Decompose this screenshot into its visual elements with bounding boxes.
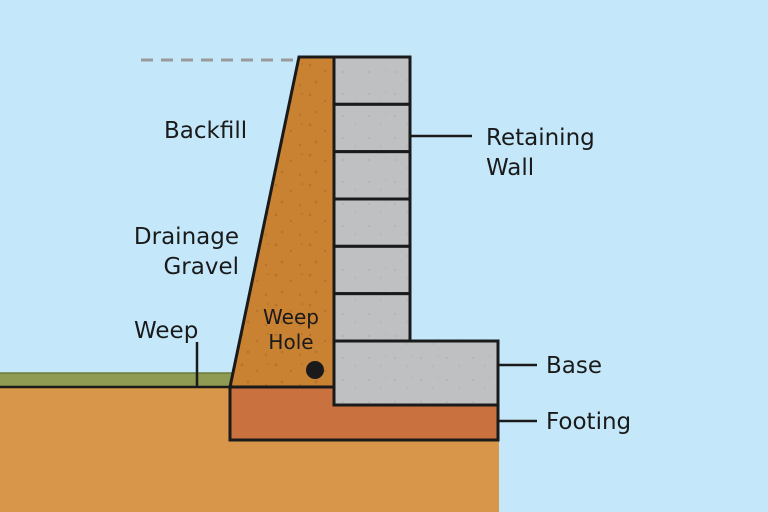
wall-block-texture bbox=[336, 106, 408, 150]
label-backfill: Backfill bbox=[164, 118, 247, 144]
label-drainage-gravel-line2: Gravel bbox=[163, 254, 239, 280]
label-weep: Weep bbox=[134, 318, 198, 344]
label-base: Base bbox=[546, 353, 602, 379]
label-footing: Footing bbox=[546, 409, 631, 435]
wall-block-texture bbox=[336, 295, 408, 339]
grass-strip bbox=[0, 373, 232, 387]
weep-hole-circle-icon bbox=[306, 361, 324, 379]
backfill-outline bbox=[228, 55, 334, 388]
label-retaining-wall-line2: Wall bbox=[486, 155, 534, 181]
wall-block-texture bbox=[336, 248, 408, 292]
retaining-wall-blocks bbox=[332, 55, 412, 343]
wall-block-texture bbox=[336, 59, 408, 103]
wall-base-texture bbox=[336, 343, 496, 403]
label-weep-hole-line1: Weep bbox=[263, 305, 319, 329]
wall-block-texture bbox=[336, 153, 408, 197]
label-drainage-gravel-line1: Drainage bbox=[134, 224, 239, 250]
label-weep-hole-line2: Hole bbox=[268, 330, 313, 354]
label-retaining-wall-line1: Retaining bbox=[486, 125, 595, 151]
backfill-texture bbox=[230, 57, 334, 404]
wall-block-texture bbox=[336, 201, 408, 245]
